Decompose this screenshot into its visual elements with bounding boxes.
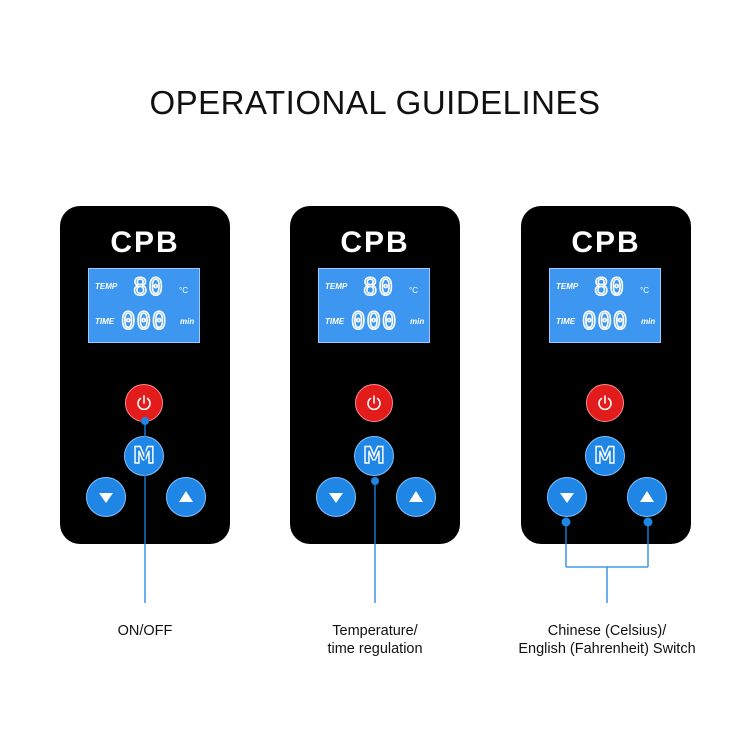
mode-button[interactable]: M [354,436,394,476]
brand-logo: CPB [571,226,641,259]
caption-temperature-line1: Temperature/ [332,623,418,639]
lcd-display: TEMP 80 °C TIME 000 min [318,268,430,343]
temp-unit: °C [409,286,418,295]
temp-unit: °C [179,286,188,295]
onoff-callout-dot [141,417,149,425]
down-button[interactable] [316,477,356,517]
arrow-up-icon [179,491,193,502]
lcd-display: TEMP 80 °C TIME 000 min [549,268,661,343]
up-button[interactable] [627,477,667,517]
brand-logo: CPB [110,226,180,259]
time-unit: min [641,317,656,326]
control-panel-3: CPB TEMP 80 °C TIME 000 min M [521,206,691,544]
temp-label: TEMP [325,282,348,291]
power-icon [137,395,151,411]
brand-logo: CPB [340,226,410,259]
caption-unit-switch: Chinese (Celsius)/ English (Fahrenheit) … [497,622,717,658]
temp-callout-dot [371,477,379,485]
time-label: TIME [95,317,115,326]
time-value: 000 [581,307,629,335]
time-value: 000 [350,307,398,335]
arrow-down-icon [560,493,574,503]
lcd-display: TEMP 80 °C TIME 000 min [88,268,200,343]
arrow-down-icon [99,493,113,503]
temp-value: 80 [362,273,394,301]
temp-label: TEMP [556,282,579,291]
caption-switch-line1: Chinese (Celsius)/ [547,623,667,639]
up-button[interactable] [396,477,436,517]
m-icon: M [593,443,616,469]
time-unit: min [410,317,425,326]
arrow-up-icon [640,491,654,502]
temp-unit: °C [640,286,649,295]
switch-callout-dot-left [561,517,571,527]
arrow-down-icon [329,493,343,503]
time-unit: min [180,317,195,326]
switch-callout-dot-right [643,517,653,527]
mode-button[interactable]: M [124,436,164,476]
caption-switch-line2: English (Fahrenheit) Switch [518,641,696,657]
time-value: 000 [120,307,168,335]
power-icon [367,395,381,411]
up-button[interactable] [166,477,206,517]
page-title: OPERATIONAL GUIDELINES [149,84,601,121]
temp-value: 80 [593,273,625,301]
power-button[interactable] [355,384,393,422]
power-icon [598,395,612,411]
time-label: TIME [556,317,576,326]
caption-temperature-line2: time regulation [327,641,423,657]
power-button[interactable] [586,384,624,422]
caption-on-off: ON/OFF [117,623,173,639]
arrow-up-icon [409,491,423,502]
time-label: TIME [325,317,345,326]
m-icon: M [362,443,385,469]
temp-label: TEMP [95,282,118,291]
caption-temperature: Temperature/ time regulation [285,622,465,658]
control-panel-1: CPB TEMP 80 °C TIME 000 min M [60,206,230,544]
m-icon: M [132,443,155,469]
mode-button[interactable]: M [585,436,625,476]
down-button[interactable] [547,477,587,517]
temp-value: 80 [132,273,164,301]
down-button[interactable] [86,477,126,517]
